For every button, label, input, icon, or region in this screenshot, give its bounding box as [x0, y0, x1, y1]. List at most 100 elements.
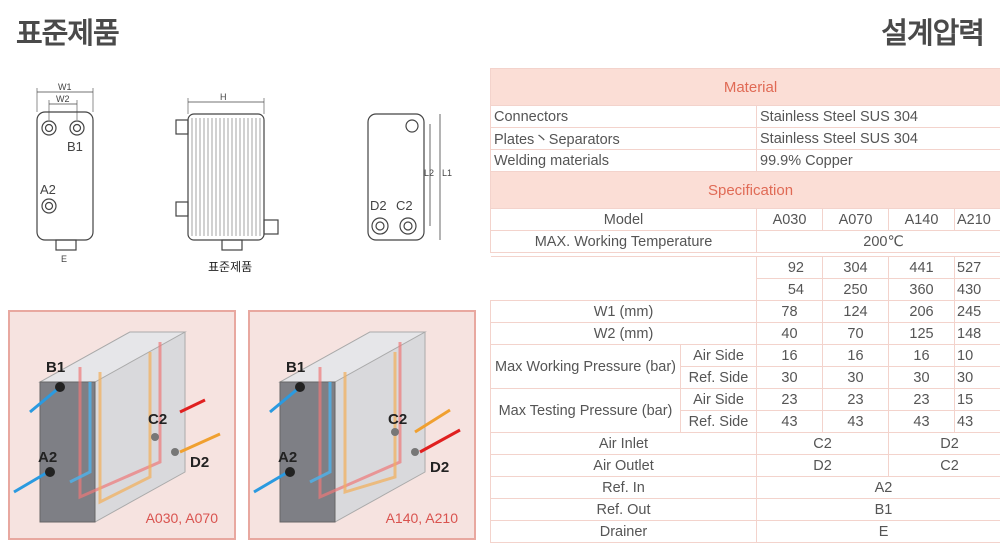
mtp-air-cell: 23 [888, 388, 955, 411]
air-inlet-label: Air Inlet [490, 432, 757, 455]
model-label: Model [490, 208, 757, 231]
spec-header: Specification [489, 171, 1000, 209]
air-inlet-b: D2 [887, 432, 1000, 455]
mtp-ref-cell: 43 [953, 410, 1000, 433]
w2-cell: 125 [888, 322, 955, 345]
w1-cell: 78 [756, 300, 823, 323]
model-cell: A070 [822, 208, 889, 231]
label-w2: W2 [56, 94, 70, 104]
table-row: Air Outlet D2 C2 [490, 454, 1000, 477]
mtp-air-cell: 23 [822, 388, 889, 411]
mtp-ref-cell: 43 [888, 410, 955, 433]
table-row: Model A030 A070 A140 A210 [490, 208, 1000, 231]
partial-cell: 441 [888, 256, 955, 279]
material-name: Plates丶Separators [490, 127, 757, 150]
mtp-air-cell: 15 [953, 388, 1000, 411]
w2-label: W2 (mm) [490, 322, 757, 345]
drainer-value: E [755, 520, 1000, 543]
page-title-design-pressure: 설계압력 [881, 16, 985, 50]
air-outlet-label: Air Outlet [490, 454, 757, 477]
table-row: Plates丶Separators Stainless Steel SUS 30… [490, 127, 1000, 150]
diagram-label: A030, A070 [145, 510, 218, 526]
port-d2: D2 [430, 459, 449, 476]
label-b1: B1 [67, 139, 83, 154]
table-row: Ref. In A2 [490, 476, 1000, 499]
w1-cell: 206 [888, 300, 955, 323]
port-a2: A2 [278, 449, 297, 466]
material-name: Welding materials [490, 149, 757, 172]
mtp-ref-cell: 43 [822, 410, 889, 433]
side-label: Ref. Side [680, 410, 757, 433]
table-row: Welding materials 99.9% Copper [490, 149, 1000, 172]
flow-diagram-a140-a210: B1 A2 C2 D2 A140, A210 [248, 310, 476, 540]
mtp-label: Max Testing Pressure (bar) [490, 388, 681, 433]
table-row: Max Testing Pressure (bar) Air Side 23 2… [490, 388, 1000, 433]
model-cell: A140 [888, 208, 955, 231]
port-d2: D2 [190, 454, 209, 471]
label-l1: L1 [442, 168, 452, 178]
table-row: 54 250 360 430 [490, 278, 1000, 301]
port-c2: C2 [148, 411, 167, 428]
partial-cell: 430 [953, 278, 1000, 301]
label-a2: A2 [40, 182, 56, 197]
ref-out-label: Ref. Out [490, 498, 757, 521]
partial-cell: 92 [756, 256, 823, 279]
partial-cell: 304 [822, 256, 889, 279]
max-temp-value: 200℃ [755, 230, 1000, 253]
port-b1: B1 [46, 359, 65, 376]
w2-cell: 40 [756, 322, 823, 345]
w1-label: W1 (mm) [490, 300, 757, 323]
drainer-label: Drainer [490, 520, 757, 543]
table-row: Ref. Side 43 43 43 43 [491, 410, 1000, 433]
table-row: W1 (mm) 78 124 206 245 [490, 300, 1000, 323]
partial-cell: 527 [953, 256, 1000, 279]
technical-drawing: W1 W2 H E L2 L1 B1 A2 D2 C2 [36, 82, 452, 264]
label-d2: D2 [370, 198, 387, 213]
partial-cell: 360 [888, 278, 955, 301]
air-inlet-a: C2 [756, 432, 889, 455]
side-label: Air Side [680, 388, 757, 411]
table-row: Connectors Stainless Steel SUS 304 [490, 105, 1000, 128]
w1-cell: 245 [953, 300, 1000, 323]
w2-cell: 70 [822, 322, 889, 345]
spec-table: Material Connectors Stainless Steel SUS … [489, 68, 1000, 543]
mtp-air-cell: 23 [756, 388, 823, 411]
air-outlet-a: D2 [756, 454, 889, 477]
table-row: Ref. Out B1 [490, 498, 1000, 521]
drawing-caption: 표준제품 [208, 260, 253, 274]
port-c2: C2 [388, 411, 407, 428]
table-row: Max Working Pressure (bar) Air Side 16 1… [490, 344, 1000, 389]
material-value: 99.9% Copper [755, 149, 1000, 172]
flow-diagram-a030-a070: B1 A2 C2 D2 A030, A070 [8, 310, 236, 540]
material-header-row: Material [489, 68, 1000, 106]
table-row: Air Inlet C2 D2 [490, 432, 1000, 455]
mwp-ref-cell: 30 [822, 366, 889, 389]
table-gap [490, 252, 1000, 257]
label-c2: C2 [396, 198, 413, 213]
mwp-ref-cell: 30 [953, 366, 1000, 389]
port-a2: A2 [38, 449, 57, 466]
mtp-ref-cell: 43 [756, 410, 823, 433]
page-title-standard: 표준제품 [16, 16, 120, 50]
ref-in-value: A2 [755, 476, 1000, 499]
spec-header-row: Specification [489, 171, 1000, 209]
label-l2: L2 [424, 168, 434, 178]
material-header: Material [489, 68, 1000, 106]
mwp-air-cell: 16 [822, 344, 889, 367]
model-cell: A210 [953, 208, 1000, 231]
label-e: E [61, 254, 67, 264]
air-outlet-b: C2 [887, 454, 1000, 477]
side-label: Air Side [680, 344, 757, 367]
partial-cell: 250 [822, 278, 889, 301]
label-h: H [220, 92, 227, 102]
table-row: 92 304 441 527 [490, 256, 1000, 279]
w1-cell: 124 [822, 300, 889, 323]
material-value: Stainless Steel SUS 304 [755, 127, 1000, 150]
mwp-air-cell: 10 [953, 344, 1000, 367]
partial-cell: 54 [756, 278, 823, 301]
mwp-air-cell: 16 [888, 344, 955, 367]
model-cell: A030 [756, 208, 823, 231]
table-row: Drainer E [490, 520, 1000, 543]
port-b1: B1 [286, 359, 305, 376]
side-label: Ref. Side [680, 366, 757, 389]
